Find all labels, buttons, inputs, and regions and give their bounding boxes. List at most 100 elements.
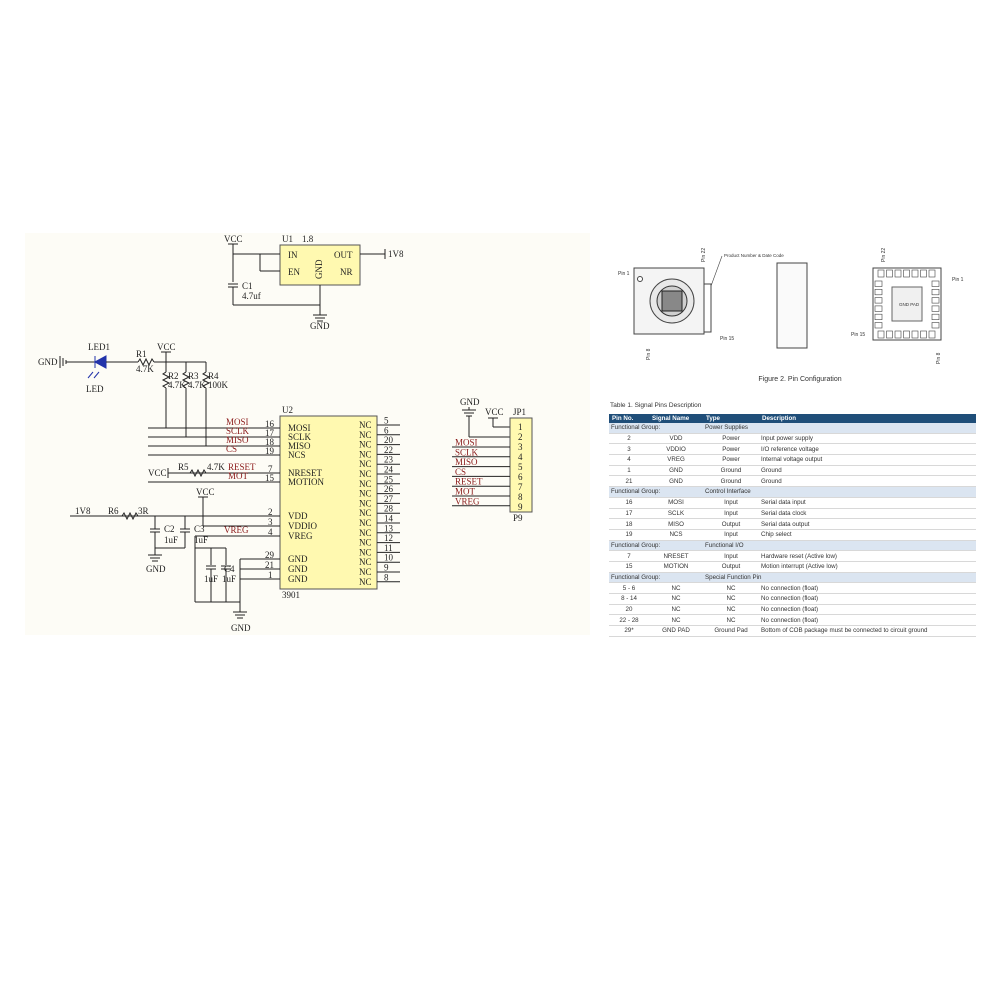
u2-pin-number: 28: [384, 504, 394, 514]
u2-nc-label: NC: [359, 538, 372, 548]
u2-pin-name: MOTION: [288, 477, 324, 487]
u2-pin-name: MISO: [288, 441, 311, 451]
r5-label: R5: [178, 462, 189, 472]
gnd-label-c2: GND: [146, 564, 166, 574]
c3-value: 1uF: [194, 535, 208, 545]
gnd-symbol-c2: [148, 554, 162, 562]
pad: [877, 269, 885, 278]
jp1-pin-number: 3: [518, 442, 523, 452]
chip-bottom-view: [872, 267, 942, 341]
pin-configuration-figure: Pin 1 Pin 22 Pin 15 Pin 8 Product Number…: [618, 248, 964, 364]
u2-pin-number: 2: [268, 507, 273, 517]
table-cell: Input: [703, 550, 759, 562]
u2-pin-name: VREG: [288, 531, 313, 541]
pad: [911, 269, 919, 278]
u2-pin-number: 29: [265, 550, 275, 560]
table-cell: NRESET: [649, 550, 703, 562]
jp1-net-label: MOSI: [455, 438, 478, 448]
table-cell: Motion interrupt (Active low): [759, 561, 976, 573]
pad: [894, 330, 902, 339]
group-name: Special Function Pin: [703, 572, 976, 584]
u2-nc-label: NC: [359, 498, 372, 508]
col-pin-no: Pin No.: [609, 414, 649, 423]
table-group-row: Functional Group:Functional I/O: [609, 540, 976, 552]
table-cell: Power: [703, 443, 759, 456]
table-cell: GND: [649, 465, 703, 477]
table-cell: 3: [609, 443, 649, 456]
table-cell: Ground: [759, 475, 976, 488]
chip-edge-tab: [703, 283, 712, 333]
u2-nc-label: NC: [359, 489, 372, 499]
pad: [928, 330, 936, 339]
jp1-pin-number: 9: [518, 502, 523, 512]
c2-value: 1uF: [164, 535, 178, 545]
u1-pin-out: OUT: [334, 250, 353, 260]
r4-value: 100K: [208, 380, 229, 390]
net-label-mot: MOT: [228, 471, 249, 481]
c4-value: 1uF: [222, 574, 236, 584]
table-cell: NC: [649, 604, 703, 616]
u2-nc-label: NC: [359, 528, 372, 538]
gnd-symbol-u2: [233, 611, 247, 619]
u2-pin-number: 18: [265, 437, 275, 447]
net-label-mosi: MOSI: [226, 417, 249, 427]
jp1-net-label: MOT: [455, 487, 476, 497]
u1-pin-nr: NR: [340, 267, 353, 277]
u1-pin-in: IN: [288, 250, 298, 260]
r1-label: R1: [136, 349, 147, 359]
u2-pin-number: 3: [268, 517, 273, 527]
u2-pin-name: NRESET: [288, 468, 323, 478]
group-label: Functional Group:: [609, 423, 703, 434]
u2-pin-number: 6: [384, 425, 389, 435]
jp1-pin-number: 4: [518, 452, 523, 462]
table-cell: 20: [609, 604, 649, 616]
table-cell: No connection (float): [759, 614, 976, 627]
chip-side-view: [776, 262, 808, 349]
u2-pin-number: 25: [384, 474, 394, 484]
pad: [886, 269, 893, 278]
u2-nc-label: NC: [359, 449, 372, 459]
schematic-diagram: U1 1.8 IN EN OUT NR GND VCC C1 4.7uf GND…: [38, 234, 533, 633]
figure-caption: Figure 2. Pin Configuration: [758, 376, 842, 383]
u1-label: U1: [282, 234, 293, 244]
pin15-label-bottom: Pin 15: [851, 332, 865, 338]
gnd-pad: [891, 286, 923, 322]
u2-pin-number: 22: [384, 445, 393, 455]
table-cell: VDDIO: [649, 443, 703, 456]
r4-label: R4: [208, 371, 219, 381]
product-number-note: Product Number & Date Code: [724, 253, 784, 258]
led1-label: LED1: [88, 342, 110, 352]
u2-nc-label: NC: [359, 440, 372, 450]
signal-pins-table: Pin No. Signal Name Type Description Fun…: [609, 414, 976, 637]
u2-pin-number: 13: [384, 523, 394, 533]
c3-label: C3: [194, 524, 205, 534]
pad: [920, 330, 927, 339]
pad: [874, 297, 883, 304]
jp1-pin-number: 5: [518, 462, 523, 472]
jp1-pin-number: 2: [518, 432, 523, 442]
u2-pin-number: 14: [384, 514, 394, 524]
r1-value: 4.7K: [136, 364, 154, 374]
table-cell: Serial data clock: [759, 508, 976, 520]
pad: [931, 297, 940, 304]
jp1-net-label: RESET: [455, 477, 483, 487]
table-cell: 8 - 14: [609, 593, 649, 605]
group-label: Functional Group:: [609, 486, 703, 498]
u2-pin-number: 19: [265, 446, 275, 456]
table-cell: 1: [609, 465, 649, 477]
table-group-row: Functional Group:Power Supplies: [609, 423, 976, 434]
table-cell: NC: [703, 604, 759, 616]
note-leader: [710, 255, 723, 287]
u2-pin-name: NCS: [288, 450, 306, 460]
